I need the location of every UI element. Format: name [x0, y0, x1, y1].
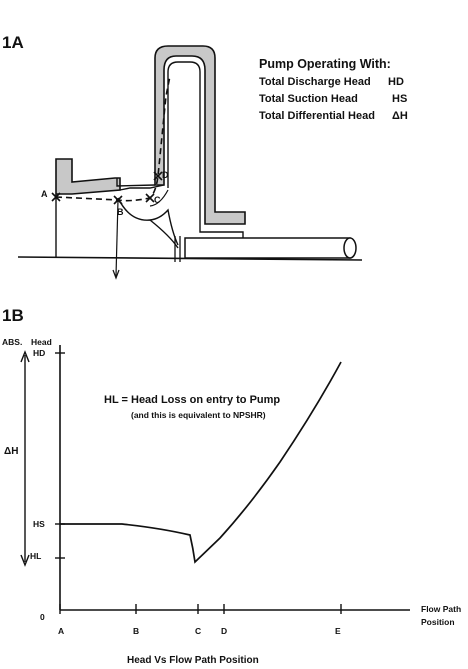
head-curve	[60, 361, 342, 564]
x-tick-a: A	[58, 626, 65, 636]
impeller	[117, 197, 179, 249]
legend-symbol-dh: ΔH	[392, 110, 408, 122]
point-a-marker	[51, 192, 61, 202]
delta-h-label: ΔH	[4, 446, 19, 457]
point-label-b: B	[117, 207, 124, 217]
x-axis-label-line2: Position	[421, 617, 455, 627]
tick-label-zero: 0	[40, 612, 45, 622]
legend-row-differential: Total Differential Head	[259, 110, 375, 122]
point-label-a: A	[41, 189, 48, 199]
suction-inlet	[55, 158, 121, 195]
y-axis-head-label: Head	[31, 337, 52, 347]
legend-symbol-hs: HS	[392, 93, 408, 105]
point-b-marker	[113, 195, 123, 205]
hl-annotation: HL = Head Loss on entry to Pump	[104, 394, 281, 406]
point-d-marker	[153, 171, 163, 181]
legend-row-discharge: Total Discharge Head	[259, 76, 371, 88]
x-tick-c: C	[195, 626, 202, 636]
chart-caption: Head Vs Flow Path Position	[127, 655, 259, 666]
x-tick-d: D	[221, 626, 228, 636]
tick-label-hs: HS	[33, 519, 45, 529]
section-1b-label: 1B	[2, 306, 24, 325]
y-axis-abs-label: ABS.	[2, 337, 23, 347]
pump-housing	[154, 45, 246, 225]
hl-annotation-sub: (and this is equivalent to NPSHR)	[131, 410, 266, 420]
legend-title: Pump Operating With:	[259, 57, 391, 71]
legend-row-suction: Total Suction Head	[259, 93, 358, 105]
legend-symbol-hd: HD	[388, 76, 404, 88]
x-tick-b: B	[133, 626, 140, 636]
tick-label-hd: HD	[33, 348, 46, 358]
x-tick-e: E	[335, 626, 341, 636]
point-label-c: C	[154, 195, 161, 205]
pump-cross-section	[17, 45, 363, 280]
point-label-d: D	[162, 170, 169, 180]
section-1a-label: 1A	[2, 33, 24, 52]
x-axis-label-line1: Flow Path	[421, 604, 462, 614]
tick-label-hl: HL	[30, 551, 42, 561]
point-c-marker	[145, 193, 155, 203]
